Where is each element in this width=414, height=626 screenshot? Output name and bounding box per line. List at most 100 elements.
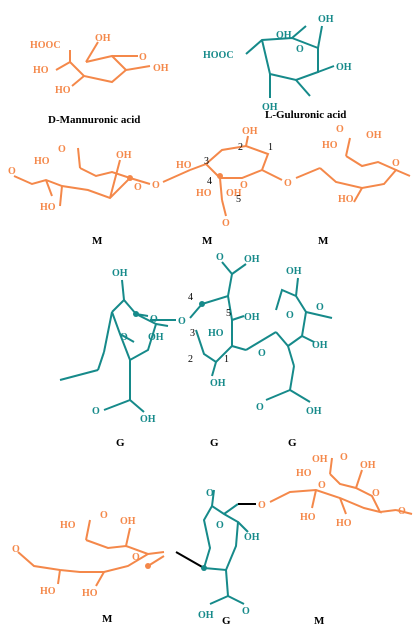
mannuronic-bond	[125, 65, 151, 71]
mgm-chain-right-m: O OH O HO OH HO HO O O O	[258, 452, 413, 529]
ggg-position-number: 1	[224, 354, 229, 365]
mgm-bond	[125, 527, 131, 547]
ggg-bond	[121, 279, 125, 301]
mgm-label: O	[242, 606, 250, 617]
mgm-bond	[355, 469, 363, 489]
mgm-bond	[85, 519, 91, 541]
mmm-bond	[129, 177, 151, 185]
mmm-label: HO	[176, 160, 192, 171]
mgm-label: O	[100, 510, 108, 521]
mmm-label: O	[134, 182, 142, 193]
mmm-label: HO	[338, 194, 354, 205]
ggg-bond	[227, 273, 233, 297]
mmm-residue-1-ring	[13, 167, 132, 200]
ggg-label: O	[256, 402, 264, 413]
mgm-bond	[57, 569, 61, 585]
guluronic-ring	[245, 36, 319, 82]
ggg-bond	[97, 351, 105, 371]
ggg-linkage-dot	[133, 311, 139, 317]
mmm-residue-label: M	[318, 235, 329, 247]
mgm-label: OH	[312, 454, 328, 465]
mmm-label: HO	[34, 156, 50, 167]
ggg-label: O	[216, 252, 224, 263]
mmm-bond	[395, 169, 411, 177]
ggg-bond	[155, 323, 169, 327]
mgm-label: O	[318, 480, 326, 491]
ggg-bond	[287, 345, 295, 367]
ggg-residue-label: G	[116, 437, 125, 449]
ggg-position-number: 5	[226, 308, 231, 319]
mmm-label: O	[284, 178, 292, 189]
ggg-bond	[245, 331, 277, 351]
mgm-label: HO	[60, 520, 76, 531]
mgm-bond	[225, 569, 229, 597]
mmm-position-number: 1	[268, 142, 273, 153]
mgm-label: O	[206, 488, 214, 499]
ggg-residue-label: G	[210, 437, 219, 449]
mgm-bond	[223, 503, 239, 515]
mmm-label: OH	[366, 130, 382, 141]
mgm-bond	[147, 555, 165, 567]
mmm-bond	[295, 167, 321, 179]
mgm-label: O	[340, 452, 348, 463]
mgm-bond-black	[175, 551, 205, 569]
guluronic-bond	[295, 79, 311, 97]
ggg-position-number: 4	[188, 292, 193, 303]
mgm-residue-3-ring	[269, 473, 382, 514]
guluronic-oh-label: OH	[336, 62, 352, 73]
mgm-label: O	[372, 488, 380, 499]
ggg-label: OH	[112, 268, 128, 279]
guluronic-acid-caption: L-Guluronic acid	[265, 109, 346, 121]
mgm-residue-label: M	[314, 615, 325, 626]
ggg-bond	[295, 277, 299, 297]
ggg-bond	[301, 335, 315, 343]
ggg-label: OH	[286, 266, 302, 277]
ggg-residue-1-ring	[111, 298, 158, 362]
mmm-residue-3-ring	[319, 155, 398, 190]
mmm-label: OH	[226, 188, 242, 199]
guluronic-cooh-label: HOOC	[203, 50, 234, 61]
guluronic-oh-label: OH	[318, 14, 334, 25]
mannuronic-bond	[71, 75, 85, 87]
mgm-bond	[339, 497, 347, 515]
ggg-linkage-dot	[199, 301, 205, 307]
ggg-label: O	[150, 314, 158, 325]
guluronic-oh-label: OH	[262, 102, 278, 113]
mannuronic-oh-label: OH	[153, 63, 169, 74]
ggg-bond	[103, 311, 113, 353]
mmm-position-numbers: 1 2 3 4 5	[204, 142, 273, 205]
ggg-label: HO	[208, 328, 224, 339]
mgm-label: HO	[82, 588, 98, 599]
ggg-bond	[129, 399, 145, 413]
mgm-label: OH	[360, 460, 376, 471]
mmm-bond	[353, 187, 363, 203]
mmm-chain: O HO OH O O HO HO OH O HO OH O O O HO HO…	[8, 124, 411, 229]
mgm-bond	[95, 571, 105, 587]
mmm-bond	[245, 135, 249, 147]
mgm-label: O	[258, 500, 266, 511]
mgm-bond	[147, 551, 165, 555]
ggg-label: O	[92, 406, 100, 417]
ggg-bond	[231, 263, 247, 275]
guluronic-bond	[317, 25, 323, 49]
mgm-bond	[211, 489, 215, 507]
ggg-bond	[59, 369, 99, 381]
mannuronic-acid-monomer: HOOC HO HO OH O OH	[30, 33, 169, 96]
mannuronic-ring-oxygen-label: O	[139, 52, 147, 63]
guluronic-bond	[317, 65, 335, 73]
mmm-label: O	[336, 124, 344, 135]
ggg-bond	[231, 315, 245, 321]
mmm-label: O	[222, 218, 230, 229]
mmm-label: HO	[40, 202, 56, 213]
ggg-bond	[265, 389, 291, 401]
ggg-label: OH	[210, 378, 226, 389]
mannuronic-ho-label: HO	[33, 65, 49, 76]
ggg-label: OH	[244, 254, 260, 265]
ggg-bond	[305, 311, 333, 319]
mgm-label: O	[132, 552, 140, 563]
ggg-label: OH	[148, 332, 164, 343]
mgm-bond	[379, 509, 397, 513]
mmm-residue-label: M	[92, 235, 103, 247]
ggg-label: O	[178, 316, 186, 327]
